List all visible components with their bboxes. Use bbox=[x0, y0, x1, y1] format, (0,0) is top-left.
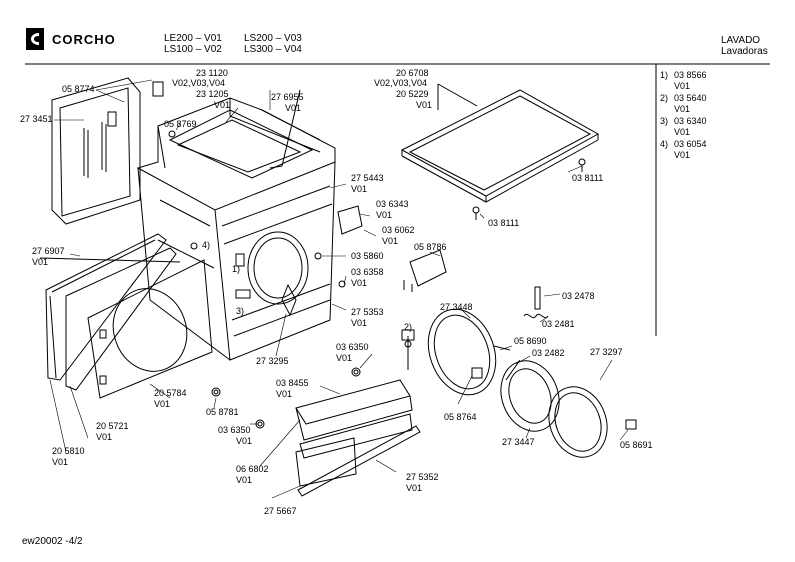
reference-marker: 2) bbox=[404, 322, 413, 332]
part-callout: 20 5229 bbox=[396, 89, 429, 99]
part-variant: V01 bbox=[154, 399, 171, 409]
back-panel-part bbox=[51, 77, 164, 225]
brand-logo-icon bbox=[26, 28, 44, 50]
part-callout: 03 2478 bbox=[562, 291, 595, 301]
part-variant: V02,V03,V04 bbox=[374, 78, 428, 88]
part-callout: 27 3447 bbox=[502, 437, 535, 447]
part-callout: 27 5352 bbox=[406, 472, 439, 482]
part-callout: 03 6358 bbox=[351, 267, 384, 277]
worktop-part bbox=[400, 83, 600, 203]
part-callout: 27 3295 bbox=[256, 356, 289, 366]
part-callout: 03 6343 bbox=[376, 199, 409, 209]
part-callout: 23 1205 bbox=[196, 89, 229, 99]
part-callout: 03 8111 bbox=[572, 173, 604, 183]
part-callout: 27 5667 bbox=[264, 506, 297, 516]
part-variant: V01 bbox=[276, 389, 293, 399]
cabinet-part bbox=[136, 89, 336, 361]
part-callout: 05 8781 bbox=[206, 407, 239, 417]
switch-part bbox=[337, 205, 447, 292]
part-callout: 27 5443 bbox=[351, 173, 384, 183]
part-callout: 20 5784 bbox=[154, 388, 187, 398]
part-variant: V01 bbox=[214, 100, 231, 110]
part-variant: V01 bbox=[285, 103, 302, 113]
part-variant: V01 bbox=[236, 436, 253, 446]
part-callout: 05 8769 bbox=[164, 119, 197, 129]
subcategory-label: Lavadoras bbox=[721, 46, 768, 57]
door-ring-part bbox=[427, 308, 511, 396]
part-variant: V02,V03,V04 bbox=[172, 78, 226, 88]
part-callout: 20 5721 bbox=[96, 421, 129, 431]
spring-part bbox=[523, 286, 549, 319]
part-callout: 23 1120 bbox=[196, 68, 228, 78]
part-variant: V01 bbox=[406, 483, 423, 493]
reference-marker: 4) bbox=[202, 240, 211, 250]
part-variant: V01 bbox=[416, 100, 433, 110]
part-callout: 05 8774 bbox=[62, 84, 95, 94]
brand-name: CORCHO bbox=[52, 32, 116, 47]
reference-marker: 1) bbox=[232, 264, 241, 274]
legend-variant: V01 bbox=[674, 81, 691, 91]
part-variant: V01 bbox=[376, 210, 393, 220]
part-variant: V01 bbox=[351, 184, 368, 194]
part-callout: 27 5353 bbox=[351, 307, 384, 317]
part-callout: 27 6955 bbox=[271, 92, 304, 102]
legend-index: 2) bbox=[660, 93, 669, 103]
front-panel-part bbox=[39, 233, 213, 399]
document-code: ew20002 -4/2 bbox=[22, 536, 83, 547]
legend-part: 03 6054 bbox=[674, 139, 707, 149]
part-callout: 27 3297 bbox=[590, 347, 623, 357]
part-callout: 03 6350 bbox=[218, 425, 251, 435]
model-code: LE200 – V01 bbox=[164, 33, 222, 44]
part-callout: 03 6350 bbox=[336, 342, 369, 352]
legend-variant: V01 bbox=[674, 104, 691, 114]
reference-marker: 3) bbox=[236, 306, 245, 316]
part-callout: 03 8111 bbox=[488, 218, 520, 228]
part-variant: V01 bbox=[52, 457, 69, 467]
legend-part: 03 5640 bbox=[674, 93, 707, 103]
model-code: LS100 – V02 bbox=[164, 44, 222, 55]
part-variant: V01 bbox=[32, 257, 49, 267]
part-variant: V01 bbox=[351, 278, 368, 288]
part-variant: V01 bbox=[236, 475, 253, 485]
screw-part bbox=[168, 130, 586, 429]
part-callout: 27 6907 bbox=[32, 246, 65, 256]
part-callout: 05 8764 bbox=[444, 412, 477, 422]
part-callout: 27 3448 bbox=[440, 302, 473, 312]
legend-variant: V01 bbox=[674, 127, 691, 137]
leader-lines bbox=[49, 79, 629, 499]
part-variant: V01 bbox=[382, 236, 399, 246]
legend-part: 03 8566 bbox=[674, 70, 707, 80]
legend-part: 03 6340 bbox=[674, 116, 707, 126]
part-callout: 03 8455 bbox=[276, 378, 309, 388]
legend-variant: V01 bbox=[674, 150, 691, 160]
part-callout: 06 6802 bbox=[236, 464, 269, 474]
part-callout: 03 5860 bbox=[351, 251, 384, 261]
part-variant: V01 bbox=[96, 432, 113, 442]
part-callout: 20 6708 bbox=[396, 68, 429, 78]
part-callout: 03 2481 bbox=[542, 319, 575, 329]
part-variant: V01 bbox=[351, 318, 368, 328]
door-frame-part bbox=[548, 386, 637, 458]
model-code: LS300 – V04 bbox=[244, 44, 302, 55]
legend-index: 4) bbox=[660, 139, 669, 149]
legend-index: 3) bbox=[660, 116, 669, 126]
part-callout: 27 3451 bbox=[20, 114, 53, 124]
part-callout: 05 8786 bbox=[414, 242, 447, 252]
category-label: LAVADO bbox=[721, 35, 761, 46]
part-callout: 05 8690 bbox=[514, 336, 547, 346]
part-callout: 03 6062 bbox=[382, 225, 415, 235]
door-glass-part bbox=[500, 359, 560, 432]
part-callout: 20 5810 bbox=[52, 446, 85, 456]
part-callout: 05 8691 bbox=[620, 440, 653, 450]
part-variant: V01 bbox=[336, 353, 353, 363]
legend-index: 1) bbox=[660, 70, 669, 80]
control-panel-part bbox=[295, 329, 421, 497]
model-code: LS200 – V03 bbox=[244, 33, 302, 44]
part-callout: 03 2482 bbox=[532, 348, 565, 358]
